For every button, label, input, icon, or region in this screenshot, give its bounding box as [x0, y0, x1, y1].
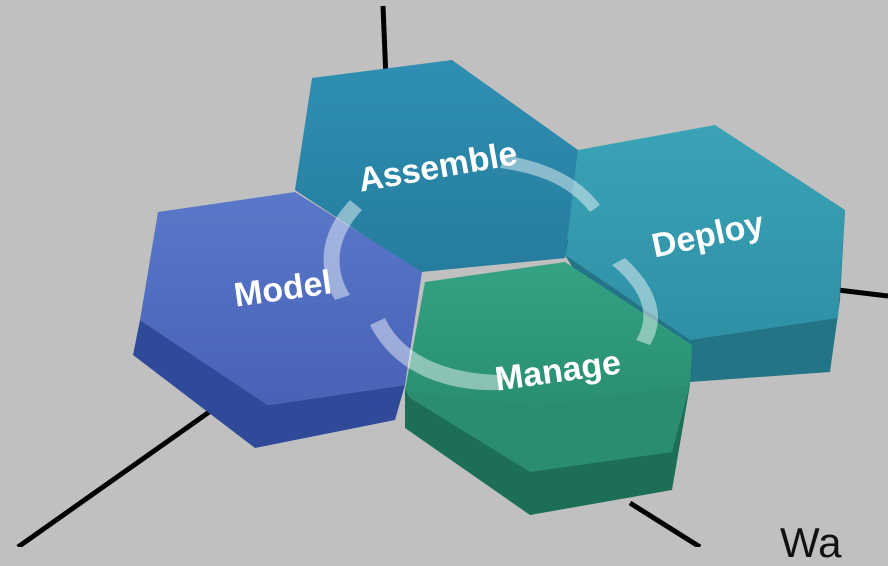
cycle-arrow-model-to-assemble [323, 200, 362, 300]
hex-assemble-top [295, 60, 578, 272]
hex-manage: Manage [405, 262, 692, 515]
cycle-arrow-assemble-to-deploy [500, 155, 600, 212]
hex-model-side [133, 320, 405, 448]
connector-line-bottom-left [16, 407, 214, 547]
hex-cycle-diagram: Deploy Assemble Model Manage [16, 5, 888, 547]
hex-model-top [140, 192, 422, 405]
hex-manage-top [405, 262, 692, 405]
cycle-arrow-deploy-to-manage [612, 258, 658, 345]
connector-line-right [837, 287, 888, 299]
connector-line-bottom-right [628, 500, 702, 547]
hex-model: Model [133, 192, 422, 448]
hex-deploy-top [565, 125, 845, 340]
cycle-arrow-manage-to-model [370, 318, 505, 391]
hex-manage-top-lower [405, 385, 690, 472]
corner-text: Wa [780, 519, 842, 566]
hex-assemble: Assemble [295, 60, 578, 272]
